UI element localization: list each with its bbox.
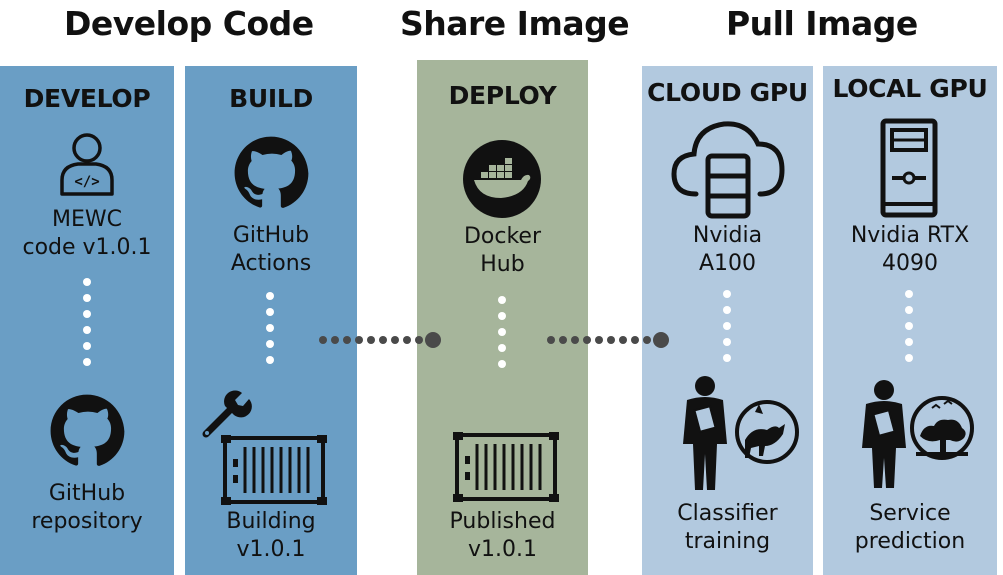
connector-deploy-to-cloud xyxy=(546,331,672,349)
column-title-develop: DEVELOP xyxy=(23,84,151,113)
wrench-icon xyxy=(198,388,252,442)
svg-text:</>: </> xyxy=(74,174,99,190)
person-wildlife-icon xyxy=(675,374,800,492)
build-top-label-1: GitHub xyxy=(232,223,310,248)
connector-build-to-deploy xyxy=(318,331,444,349)
column-title-local-gpu: LOCAL GPU xyxy=(832,74,988,103)
develop-top-label-1: MEWC xyxy=(52,207,122,232)
section-title-develop-code: Develop Code xyxy=(64,4,314,43)
deploy-top-label-1: Docker xyxy=(463,224,542,249)
develop-top-label-2: code v1.0.1 xyxy=(22,235,152,260)
github-icon xyxy=(49,393,125,469)
container-icon xyxy=(453,432,559,502)
build-bottom-label-1: Building xyxy=(226,509,316,534)
section-title-share-image: Share Image xyxy=(400,4,630,43)
build-bottom-label-2: v1.0.1 xyxy=(236,537,306,562)
develop-dotted-connector xyxy=(83,278,91,374)
column-title-deploy: DEPLOY xyxy=(448,81,557,110)
local-gpu-bottom-label-2: prediction xyxy=(854,529,966,554)
develop-bottom-label-1: GitHub xyxy=(48,481,126,506)
cloud-gpu-bottom-label-2: training xyxy=(684,529,771,554)
panel-develop xyxy=(0,66,174,575)
cloud-gpu-bottom-label-1: Classifier xyxy=(677,501,778,526)
deploy-top-label-2: Hub xyxy=(480,252,525,277)
cloud-server-icon xyxy=(668,114,788,220)
server-tower-icon xyxy=(880,118,938,218)
deploy-bottom-label-1: Published xyxy=(449,509,556,534)
github-icon xyxy=(233,135,309,211)
deploy-bottom-label-2: v1.0.1 xyxy=(468,537,537,562)
local-gpu-top-label-2: 4090 xyxy=(882,251,938,276)
section-title-pull-image: Pull Image xyxy=(726,4,918,43)
cloud-gpu-top-label-2: A100 xyxy=(698,251,757,276)
build-top-label-2: Actions xyxy=(230,251,312,276)
local-gpu-bottom-label-1: Service xyxy=(869,501,951,526)
container-icon xyxy=(221,435,327,505)
local-gpu-dotted-connector xyxy=(905,290,913,370)
person-landscape-icon xyxy=(858,378,976,490)
cloud-gpu-top-label-1: Nvidia xyxy=(692,223,763,248)
panel-cloud-gpu xyxy=(642,66,813,575)
local-gpu-top-label-1: Nvidia RTX xyxy=(850,223,970,248)
column-title-cloud-gpu: CLOUD GPU xyxy=(647,78,808,107)
deploy-dotted-connector xyxy=(498,296,506,376)
column-title-build: BUILD xyxy=(229,84,313,113)
build-dotted-connector xyxy=(266,292,274,372)
develop-bottom-label-2: repository xyxy=(31,509,143,534)
docker-icon xyxy=(461,138,543,220)
cloud-gpu-dotted-connector xyxy=(723,290,731,370)
developer-code-icon: </> xyxy=(56,130,118,196)
